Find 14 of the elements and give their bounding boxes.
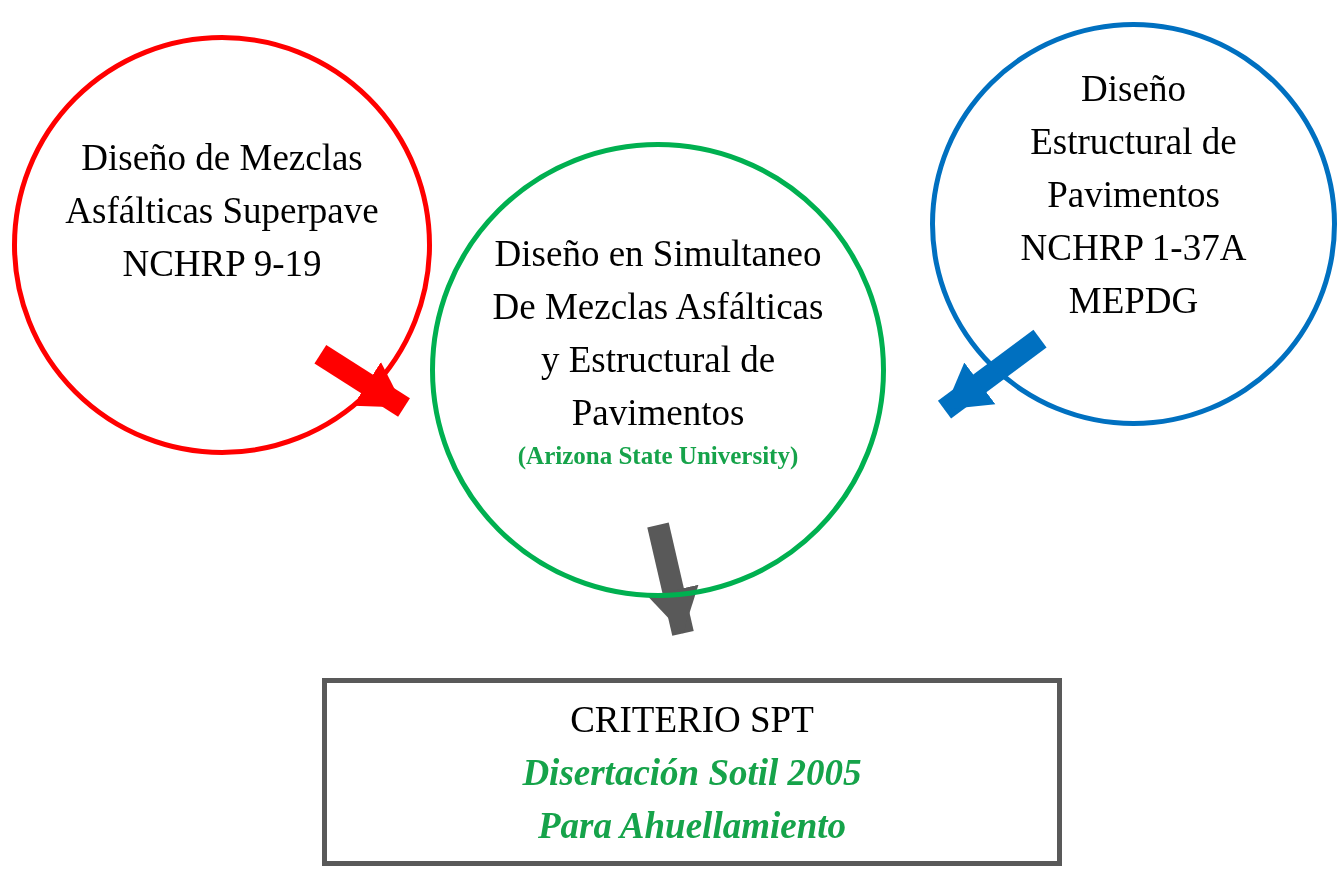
node-subtext: (Arizona State University) <box>517 441 799 471</box>
node-text: Diseño Estructural de Pavimentos NCHRP 1-37A MEPDG <box>1019 66 1248 323</box>
node-text: Diseño de Mezclas Asfálticas Superpave NCHRP 9-19 <box>64 135 380 286</box>
result-box <box>322 678 1062 866</box>
node-subtext: Para Ahuellamiento <box>537 803 846 848</box>
circle-node <box>430 142 886 598</box>
node-text: CRITERIO SPT <box>569 697 815 742</box>
node-subtext: Disertación Sotil 2005 <box>522 750 862 795</box>
circle-node <box>930 22 1337 426</box>
circle-node <box>12 35 432 455</box>
arrow <box>647 522 699 636</box>
arrow <box>937 329 1047 419</box>
arrow <box>314 344 410 417</box>
node-text: Diseño en Simultaneo De Mezclas Asfálticas y Estructural de Pavimentos <box>491 232 825 435</box>
